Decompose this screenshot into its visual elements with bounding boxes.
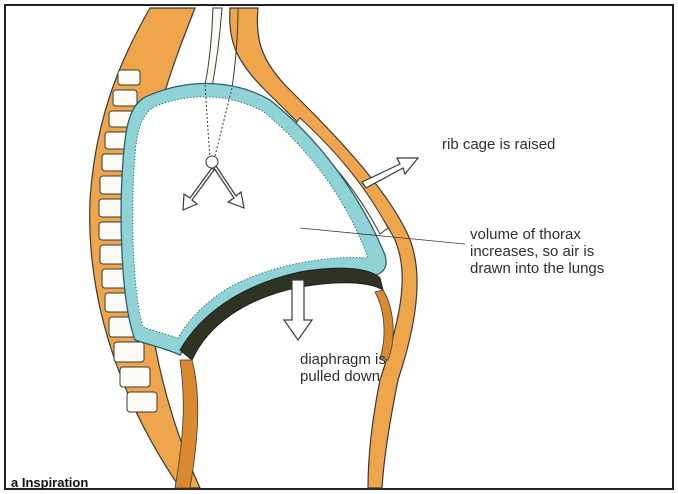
label-volume-line-2: increases, so air is (470, 243, 604, 260)
label-volume: volume of thorax increases, so air is dr… (470, 226, 604, 277)
label-diaphragm-line-2: pulled down (300, 368, 386, 385)
figure-caption: a Inspiration (11, 475, 88, 490)
label-volume-line-1: volume of thorax (470, 226, 604, 243)
label-volume-line-3: drawn into the lungs (470, 260, 604, 277)
label-rib-cage: rib cage is raised (442, 136, 555, 153)
label-diaphragm-line-1: diaphragm is (300, 351, 386, 368)
label-diaphragm: diaphragm is pulled down (300, 351, 386, 385)
